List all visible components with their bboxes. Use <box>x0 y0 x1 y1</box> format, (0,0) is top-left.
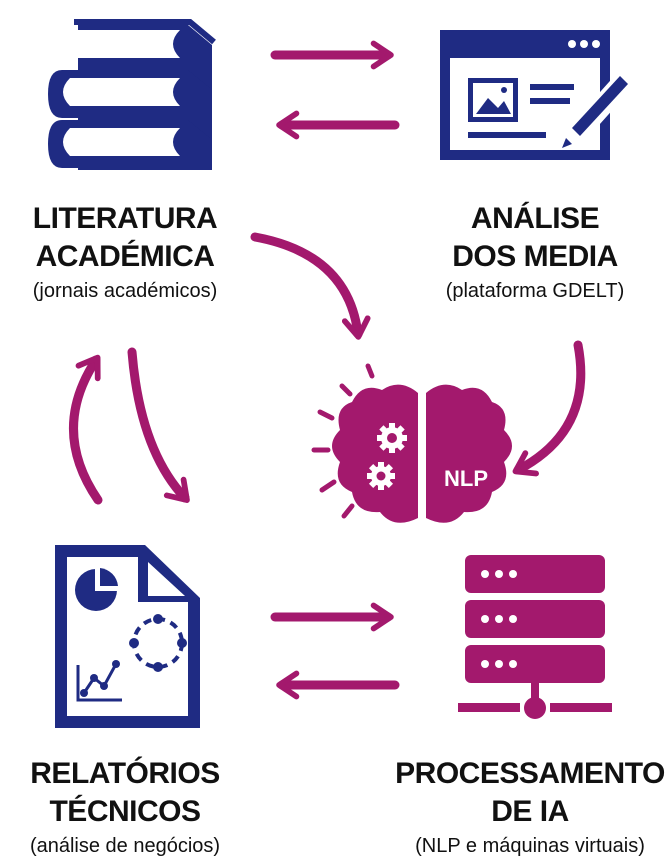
arrow-media-to-nlp <box>512 340 586 477</box>
node-title: DOS MEDIA <box>452 240 618 273</box>
node-title: PROCESSAMENTO <box>395 757 665 790</box>
node-title: ACADÉMICA <box>35 240 215 273</box>
node-title: TÉCNICOS <box>49 795 201 828</box>
node-subtitle: (análise de negócios) <box>29 835 221 857</box>
gear-icon <box>367 462 395 490</box>
arrow-rel-to-lit <box>69 354 103 505</box>
server-icon <box>458 555 612 719</box>
arrow-lit-to-nlp <box>250 232 371 340</box>
node-title: ANÁLISE <box>470 202 600 235</box>
node-subtitle: (plataforma GDELT) <box>445 280 625 302</box>
web-editor-icon <box>440 30 634 160</box>
brain-gears-icon: NLP <box>311 363 512 523</box>
node-media: ANÁLISE DOS MEDIA (plataforma GDELT) <box>400 200 670 304</box>
gear-icon <box>377 423 407 453</box>
node-processamento: PROCESSAMENTO DE IA (NLP e máquinas virt… <box>390 755 670 859</box>
arrow-lit-to-rel <box>127 347 190 503</box>
node-title: LITERATURA <box>32 202 218 235</box>
node-title: RELATÓRIOS <box>30 757 220 790</box>
node-literatura: LITERATURA ACADÉMICA (jornais académicos… <box>0 200 250 304</box>
node-relatorios: RELATÓRIOS TÉCNICOS (análise de negócios… <box>0 755 250 859</box>
node-subtitle: (NLP e máquinas virtuais) <box>415 835 645 857</box>
arrows <box>69 40 586 700</box>
nlp-label: NLP <box>444 466 488 491</box>
node-subtitle: (jornais académicos) <box>32 280 218 302</box>
radiating-lines <box>311 363 375 519</box>
report-document-icon <box>55 545 200 728</box>
node-title: DE IA <box>491 795 569 828</box>
books-icon <box>48 19 216 170</box>
